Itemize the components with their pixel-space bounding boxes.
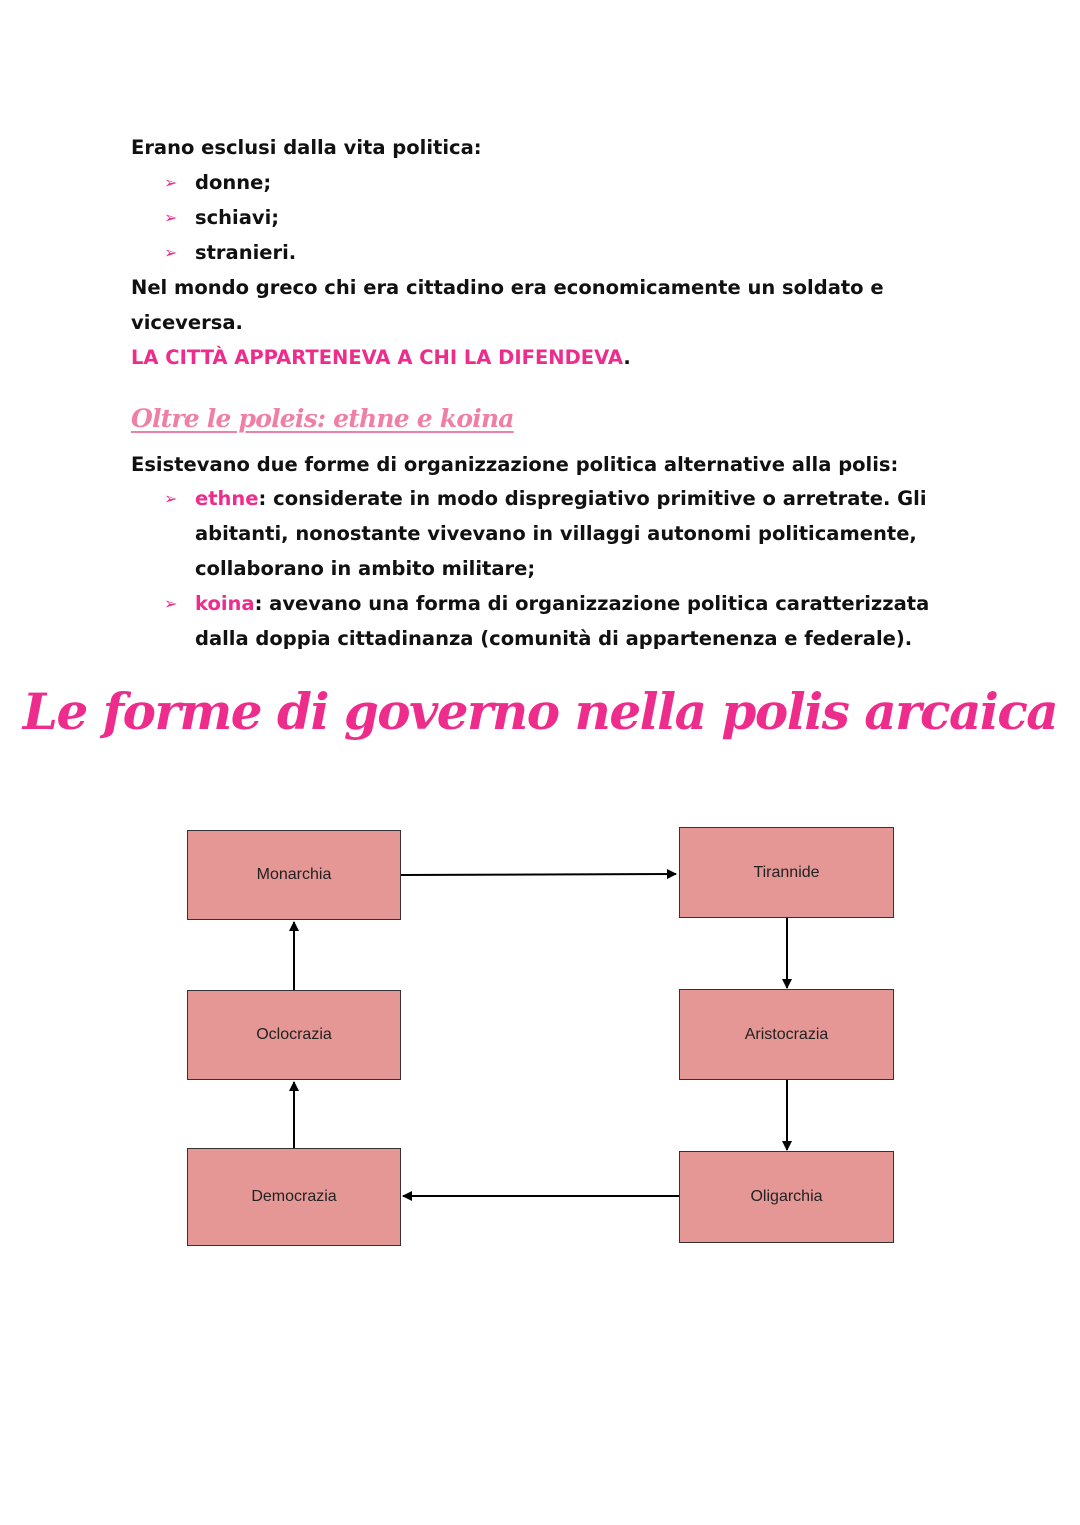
highlight-sentence: LA CITTÀ APPARTENEVA A CHI LA DIFENDEVA. [131,340,631,375]
highlight-period: . [623,346,631,369]
ethne-line-2: abitanti, nonostante vivevano in villagg… [195,522,917,545]
excluded-heading: Erano esclusi dalla vita politica: [131,136,482,159]
arrow-bullet-icon: ➢ [164,594,178,613]
node-aristocrazia: Aristocrazia [679,989,894,1080]
arrow-bullet-icon: ➢ [164,489,178,508]
ethne-desc-1: : considerate in modo dispregiativo prim… [258,487,927,510]
node-monarchia: Monarchia [187,830,401,920]
arrow-monarchia-tirannide [400,869,677,880]
section-heading: Oltre le poleis: ethne e koina [131,404,514,433]
node-tirannide: Tirannide [679,827,894,918]
arrow-bullet-icon: ➢ [164,208,178,227]
citizen-line-2: viceversa. [131,311,243,334]
excluded-item-stranieri: stranieri. [195,241,297,264]
node-oclocrazia: Oclocrazia [187,990,401,1080]
ethne-line-1: ethne: considerate in modo dispregiativo… [195,481,927,516]
koina-line-1: koina: avevano una forma di organizzazio… [195,586,929,621]
highlight-text: LA CITTÀ APPARTENEVA A CHI LA DIFENDEVA [131,346,624,369]
page-title: Le forme di governo nella polis arcaica [22,682,1059,741]
arrow-bullet-icon: ➢ [164,173,178,192]
koina-term: koina [195,592,255,615]
excluded-item-donne: donne; [195,171,272,194]
excluded-item-schiavi: schiavi; [195,206,280,229]
ethne-term: ethne [195,487,259,510]
citizen-line-1: Nel mondo greco chi era cittadino era ec… [131,276,884,299]
koina-desc-1: : avevano una forma di organizzazione po… [254,592,930,615]
node-democrazia: Democrazia [187,1148,401,1246]
node-oligarchia: Oligarchia [679,1151,894,1243]
koina-line-2: dalla doppia cittadinanza (comunità di a… [195,627,913,650]
ethne-line-3: collaborano in ambito militare; [195,557,536,580]
arrow-bullet-icon: ➢ [164,243,178,262]
section-lead: Esistevano due forme di organizzazione p… [131,453,899,476]
